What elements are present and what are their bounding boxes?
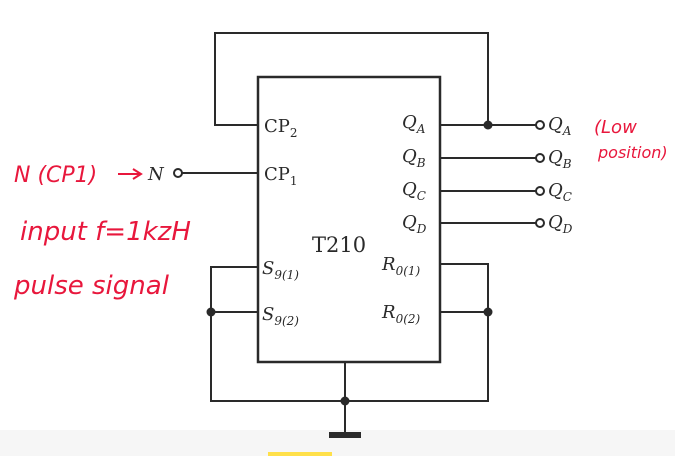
output-qc-label: QC <box>548 180 572 204</box>
pin-qd-label: QD <box>402 212 427 236</box>
output-note-line2: position) <box>597 143 668 162</box>
qa-junction-dot <box>483 120 493 130</box>
ground-junction-dot <box>340 396 350 406</box>
chip-name: T210 <box>312 233 366 257</box>
s9-tie-wire <box>210 266 258 313</box>
feedback-wire <box>214 32 489 126</box>
qb-terminal <box>535 153 545 163</box>
input-desc-line2: pulse signal <box>13 271 170 301</box>
output-qd-label: QD <box>548 212 573 236</box>
cp1-terminal <box>173 168 183 178</box>
r0-tie-wire <box>440 263 489 313</box>
pin-qb-label: QB <box>402 146 426 170</box>
output-qb-label: QB <box>548 147 572 171</box>
pin-r02-label: R0(2) <box>381 302 421 326</box>
qa-terminal <box>535 120 545 130</box>
pin-s92-label: S9(2) <box>262 304 299 328</box>
pin-r01-label: R0(1) <box>381 254 421 278</box>
pin-cp2-label: CP2 <box>264 116 298 140</box>
chip-body <box>256 75 442 364</box>
qd-terminal <box>535 218 545 228</box>
ground-symbol <box>329 432 361 438</box>
pin-qa-label: QA <box>402 112 426 136</box>
input-label-annotation: N (CP1) <box>14 163 97 188</box>
input-desc-line1: input f=1kzH <box>20 217 191 247</box>
output-note-line1: (Low <box>594 117 637 138</box>
pin-qc-label: QC <box>402 179 426 203</box>
pin-cp1-label: CP1 <box>264 164 298 188</box>
qc-terminal <box>535 186 545 196</box>
output-qa-label: QA <box>548 114 572 138</box>
annotation-arrow-head <box>132 168 143 180</box>
highlight-mark <box>268 452 332 456</box>
pin-s91-label: S9(1) <box>262 258 299 282</box>
input-node-label: N <box>147 164 165 185</box>
